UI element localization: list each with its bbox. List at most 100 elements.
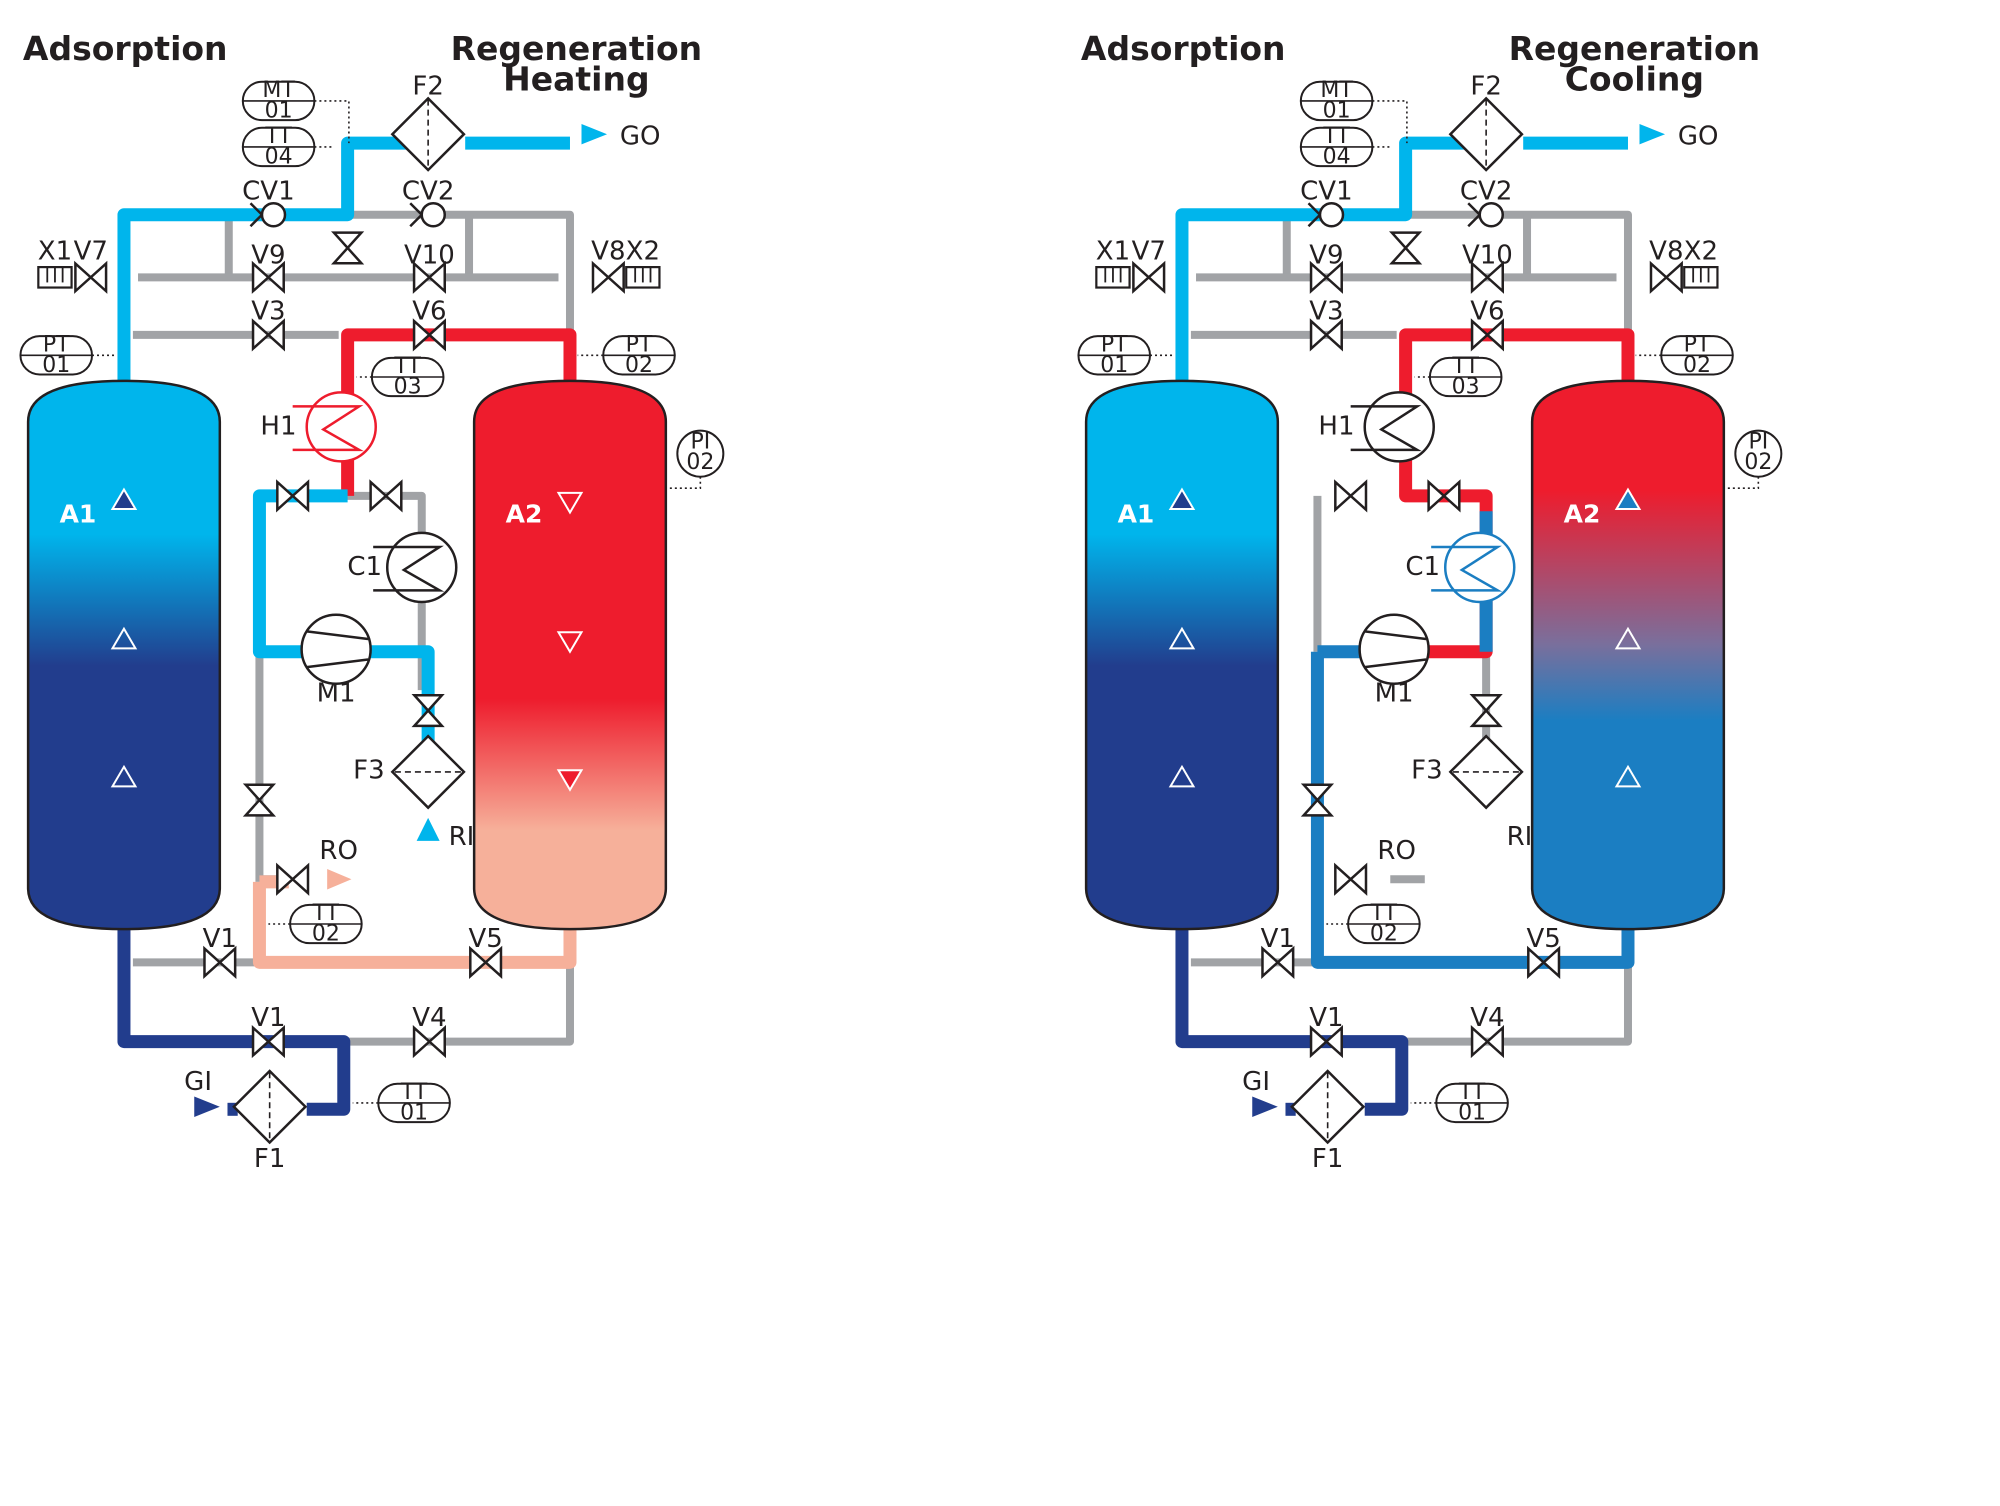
pipe-wet-inlet	[1175, 926, 1409, 1116]
inlet-arrow-ri	[416, 817, 440, 841]
label-ro: RO	[319, 836, 358, 866]
valve-v4[interactable]	[412, 1024, 446, 1059]
valve-v5[interactable]	[469, 945, 503, 979]
check-valve-cv1[interactable]	[249, 201, 287, 228]
vessel-a1[interactable]	[1084, 379, 1280, 931]
instrument-number: 01	[1100, 353, 1128, 378]
instrument-number: 01	[1323, 99, 1351, 124]
check-valve-cv1[interactable]	[1307, 201, 1345, 228]
valve-v6[interactable]	[1470, 318, 1504, 352]
cooler-c1[interactable]	[1431, 531, 1516, 604]
label-f2: F2	[412, 72, 444, 102]
instrument-number: 01	[42, 353, 70, 378]
instrument-number: 02	[625, 353, 653, 378]
valve-regen-b[interactable]	[369, 479, 403, 513]
instrument-type: TT	[1451, 354, 1479, 379]
flow-arrow	[110, 764, 138, 788]
valve-v7[interactable]	[1132, 260, 1166, 294]
heater-h1[interactable]	[1350, 391, 1435, 463]
valve-bypass-lower[interactable]	[242, 783, 277, 817]
check-valve-cv2[interactable]	[1467, 201, 1504, 228]
flow-arrow	[1614, 487, 1642, 511]
leader-pi02	[665, 476, 702, 489]
blower-m1[interactable]	[300, 613, 372, 685]
flow-arrow	[1614, 764, 1642, 788]
check-valve-arrow	[1467, 202, 1481, 228]
valve-v8[interactable]	[1649, 260, 1683, 294]
label-v7: V7	[74, 236, 108, 266]
silencer-x1[interactable]	[37, 266, 73, 289]
label-x2: X2	[626, 236, 660, 266]
blower-body	[300, 613, 372, 685]
label-v10: V10	[404, 240, 455, 270]
vessel-a2-label: A2	[1564, 500, 1601, 529]
heading-cooling: Cooling	[1565, 60, 1704, 99]
valve-v4[interactable]	[1470, 1024, 1504, 1059]
valve-ro[interactable]	[1334, 862, 1368, 896]
valve-ro[interactable]	[276, 862, 310, 896]
valve-regen-a[interactable]	[1334, 479, 1368, 513]
label-gi: GI	[1242, 1067, 1270, 1097]
valve-v9[interactable]	[251, 260, 285, 294]
instrument-type: PI	[1748, 430, 1768, 455]
heading-adsorption: Adsorption	[1081, 29, 1286, 68]
flow-arrow	[556, 631, 584, 654]
valve-ri[interactable]	[411, 693, 445, 728]
label-v6: V6	[1470, 297, 1504, 327]
valve-bypass[interactable]	[1389, 231, 1423, 265]
valve-bypass[interactable]	[331, 231, 365, 265]
valve-v1b[interactable]	[1309, 1024, 1343, 1059]
exchanger-coil	[373, 545, 445, 592]
valve-v10[interactable]	[1470, 260, 1504, 294]
heater-h1[interactable]	[292, 391, 377, 463]
valve-v1b[interactable]	[251, 1024, 285, 1059]
vessel-a2[interactable]	[1530, 379, 1726, 931]
vessel-a1[interactable]	[26, 379, 222, 931]
silencer-x2[interactable]	[625, 266, 661, 289]
blower-blades	[306, 630, 369, 669]
valve-v7[interactable]	[74, 260, 108, 294]
instrument-number: 04	[265, 145, 293, 170]
instrument-type: TT	[312, 901, 340, 926]
exchanger-coil	[1431, 545, 1503, 592]
instrument-number: 02	[312, 922, 340, 947]
label-v9: V9	[1309, 240, 1343, 270]
label-x1: X1	[1096, 236, 1130, 266]
label-f1: F1	[254, 1144, 286, 1174]
valve-regen-a[interactable]	[276, 479, 310, 513]
pipe-v4-line	[1401, 926, 1632, 1046]
flow-arrow	[110, 626, 138, 650]
instrument-type: TT	[393, 354, 421, 379]
valve-regen-b[interactable]	[1427, 479, 1461, 513]
valve-ri[interactable]	[1469, 693, 1503, 728]
valve-v10[interactable]	[412, 260, 446, 294]
valve-v6[interactable]	[412, 318, 446, 352]
blower-m1[interactable]	[1358, 613, 1430, 685]
silencer-x1[interactable]	[1095, 266, 1131, 289]
label-v6: V6	[412, 297, 446, 327]
flow-arrow	[1168, 626, 1196, 650]
valve-v8[interactable]	[591, 260, 625, 294]
label-v1a: V1	[1261, 924, 1295, 954]
valve-v9[interactable]	[1309, 260, 1343, 294]
check-valve-cv2[interactable]	[409, 201, 446, 228]
instrument-type: PI	[690, 430, 710, 455]
valve-bypass-lower[interactable]	[1300, 783, 1335, 817]
vessel-a2[interactable]	[472, 379, 668, 931]
silencer-x2[interactable]	[1683, 266, 1719, 289]
valve-v1a[interactable]	[203, 945, 237, 979]
cooler-c1[interactable]	[373, 531, 458, 604]
flow-arrow	[110, 487, 138, 511]
label-m1: M1	[1375, 679, 1414, 709]
valve-v1a[interactable]	[1261, 945, 1295, 979]
instrument-type: TT	[400, 1080, 428, 1105]
check-valve-arrow	[249, 202, 263, 228]
valve-v5[interactable]	[1527, 945, 1561, 979]
valve-v3[interactable]	[251, 318, 285, 352]
valve-v3[interactable]	[1309, 318, 1343, 352]
